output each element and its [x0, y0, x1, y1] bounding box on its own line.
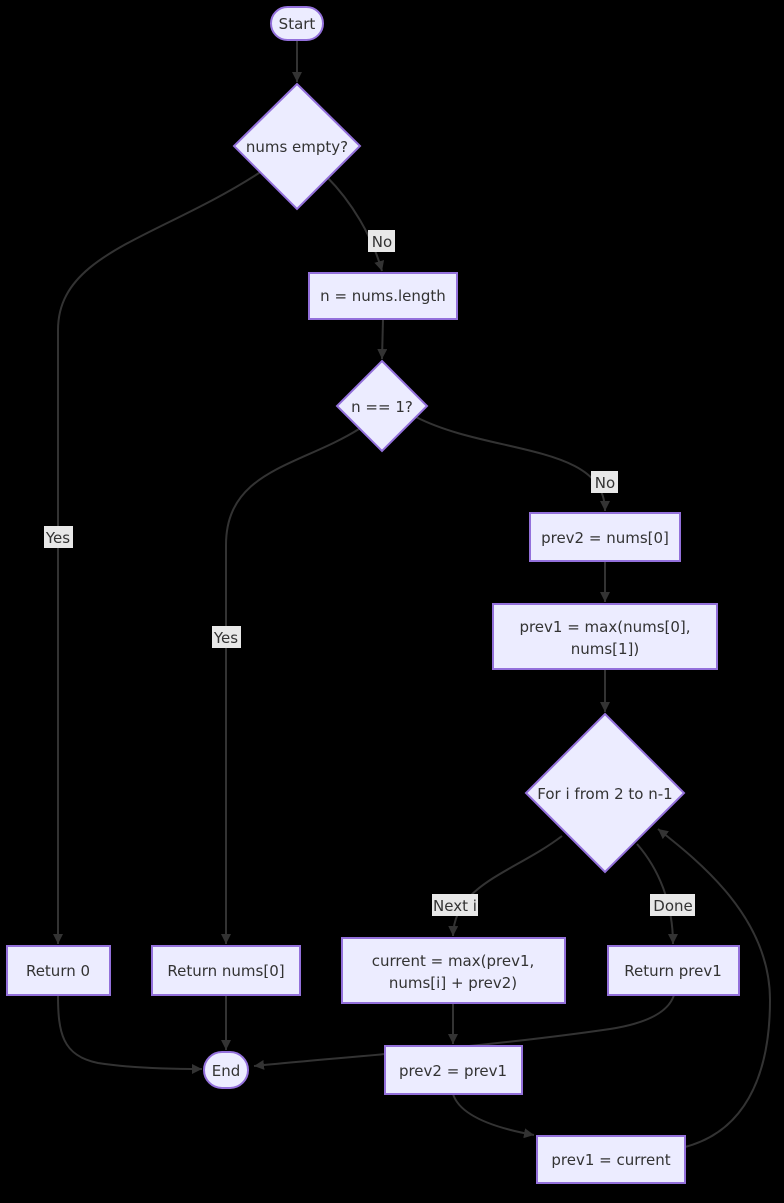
edge-return-0-to-end — [57, 994, 203, 1074]
edge-label-text: Yes — [45, 529, 70, 547]
return-0-label: Return 0 — [26, 962, 90, 980]
edge-loop-done-to-return-prev1 — [636, 843, 678, 945]
nodes: Start nums empty? n = nums.length n == 1… — [6, 6, 740, 1184]
loop-label: For i from 2 to n-1 — [537, 785, 672, 803]
edge-n1-yes-to-return-nums0 — [221, 428, 360, 944]
edge-label-text: Done — [653, 897, 692, 915]
return-0-box — [6, 945, 111, 996]
return-prev1-box — [607, 945, 740, 996]
end-label: End — [212, 1062, 241, 1080]
init-prev1-box — [492, 603, 718, 670]
compute-current-box — [341, 937, 566, 1004]
update-prev1-box — [536, 1135, 686, 1184]
init-prev2-label: prev2 = nums[0] — [541, 529, 669, 547]
compute-current-label-line1: current = max(prev1, — [372, 952, 535, 970]
edge-label-bg — [591, 471, 618, 493]
edge-label-bg — [432, 894, 478, 916]
set-n-label: n = nums.length — [320, 287, 446, 305]
update-prev2-box — [384, 1045, 523, 1095]
update-prev2-label: prev2 = prev1 — [399, 1062, 507, 1080]
return-nums0-box — [151, 945, 301, 996]
edge-empty-no-to-set-n — [325, 175, 385, 272]
init-prev1-label-line1: prev1 = max(nums[0], — [519, 618, 690, 636]
return-prev1-label: Return prev1 — [624, 962, 722, 980]
edge-label-yes-empty: Yes — [44, 526, 73, 548]
edge-labels: No Yes No Yes Next i Done — [44, 230, 695, 916]
edge-update-prev2-to-update-prev1 — [452, 1093, 535, 1139]
edge-label-text: No — [372, 233, 392, 251]
edge-label-bg — [44, 526, 73, 548]
edge-label-text: Yes — [213, 629, 238, 647]
n-eq-1-label: n == 1? — [351, 398, 413, 416]
compute-current-label-line2: nums[i] + prev2) — [389, 974, 517, 992]
edges — [53, 40, 772, 1148]
edge-label-done: Done — [650, 894, 695, 916]
edge-label-bg — [650, 894, 695, 916]
edge-label-bg — [212, 626, 241, 648]
start-node — [270, 6, 324, 41]
nums-empty-label: nums empty? — [246, 138, 348, 156]
return-nums0-label: Return nums[0] — [167, 962, 284, 980]
edge-label-yes-n1: Yes — [212, 626, 241, 648]
edge-update-prev1-loopback — [657, 828, 772, 1148]
init-prev1-label-line2: nums[1]) — [571, 640, 640, 658]
n-eq-1-decision — [335, 359, 429, 453]
init-prev2-box — [529, 512, 681, 562]
end-node — [203, 1051, 249, 1089]
edge-label-text: No — [595, 474, 615, 492]
set-n-box — [308, 272, 458, 320]
edge-label-no-n1: No — [591, 471, 618, 493]
edge-label-text: Next i — [433, 897, 477, 915]
edge-set-n-to-n-eq-1 — [377, 318, 388, 360]
edge-empty-yes-to-return-0 — [53, 170, 263, 944]
loop-decision — [524, 712, 686, 874]
edge-label-next-i: Next i — [432, 894, 478, 916]
edge-label-bg — [368, 230, 395, 252]
start-label: Start — [279, 15, 316, 33]
edge-n1-no-to-init-prev2 — [415, 416, 610, 512]
edge-label-no-empty: No — [368, 230, 395, 252]
update-prev1-label: prev1 = current — [551, 1151, 670, 1169]
edge-return-prev1-to-end — [253, 994, 675, 1070]
edge-loop-nexti-to-compute — [448, 835, 563, 937]
nums-empty-decision — [232, 82, 362, 211]
